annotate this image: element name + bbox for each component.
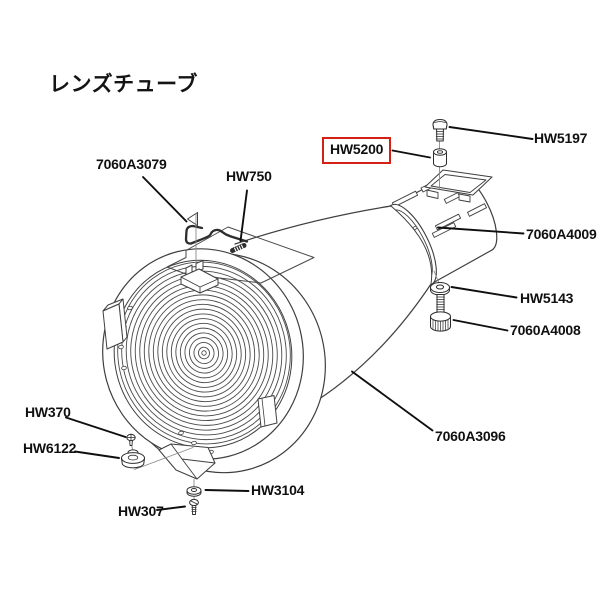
part-label-7060a3079: 7060A3079	[96, 156, 167, 172]
knurled-screw-7060a4008	[430, 294, 451, 332]
washer-hw3104	[186, 486, 202, 497]
bottom-foot-bracket	[158, 443, 216, 480]
spacer-hw5200	[433, 148, 447, 168]
rim-holes	[118, 305, 214, 455]
flag-marker	[187, 212, 198, 226]
part-label-hw5197: HW5197	[534, 130, 588, 146]
top-mounting-bracket	[424, 169, 493, 203]
part-label-hw307: HW307	[118, 503, 164, 519]
part-label-hw6122: HW6122	[23, 440, 77, 456]
left-rim-bracket	[102, 298, 128, 350]
part-label-hw370: HW370	[25, 404, 71, 420]
screw-hw307	[189, 498, 199, 515]
diagram-title: レンズチューブ	[49, 73, 198, 96]
rim-latch-tab	[257, 395, 278, 428]
wire-clip	[184, 224, 249, 245]
selected-part-highlight[interactable]: HW5200	[322, 137, 392, 164]
part-label-hw5143: HW5143	[520, 290, 574, 306]
top-clamp-block	[180, 260, 219, 294]
part-label-7060a3096: 7060A3096	[435, 428, 506, 444]
ventilation-slots	[391, 179, 487, 238]
pin	[230, 243, 247, 253]
leader-lines	[65, 126, 534, 511]
foot-hw6122	[121, 449, 145, 469]
part-label-7060a4009: 7060A4009	[526, 226, 597, 242]
screw-hw370	[126, 433, 136, 446]
part-label-7060a4008: 7060A4008	[510, 322, 581, 338]
screw-hw5197	[432, 118, 448, 142]
part-label-hw5200: HW5200	[330, 141, 384, 157]
part-label-hw3104: HW3104	[251, 482, 305, 498]
washer-hw5143	[430, 282, 450, 296]
part-label-hw750: HW750	[226, 168, 272, 184]
